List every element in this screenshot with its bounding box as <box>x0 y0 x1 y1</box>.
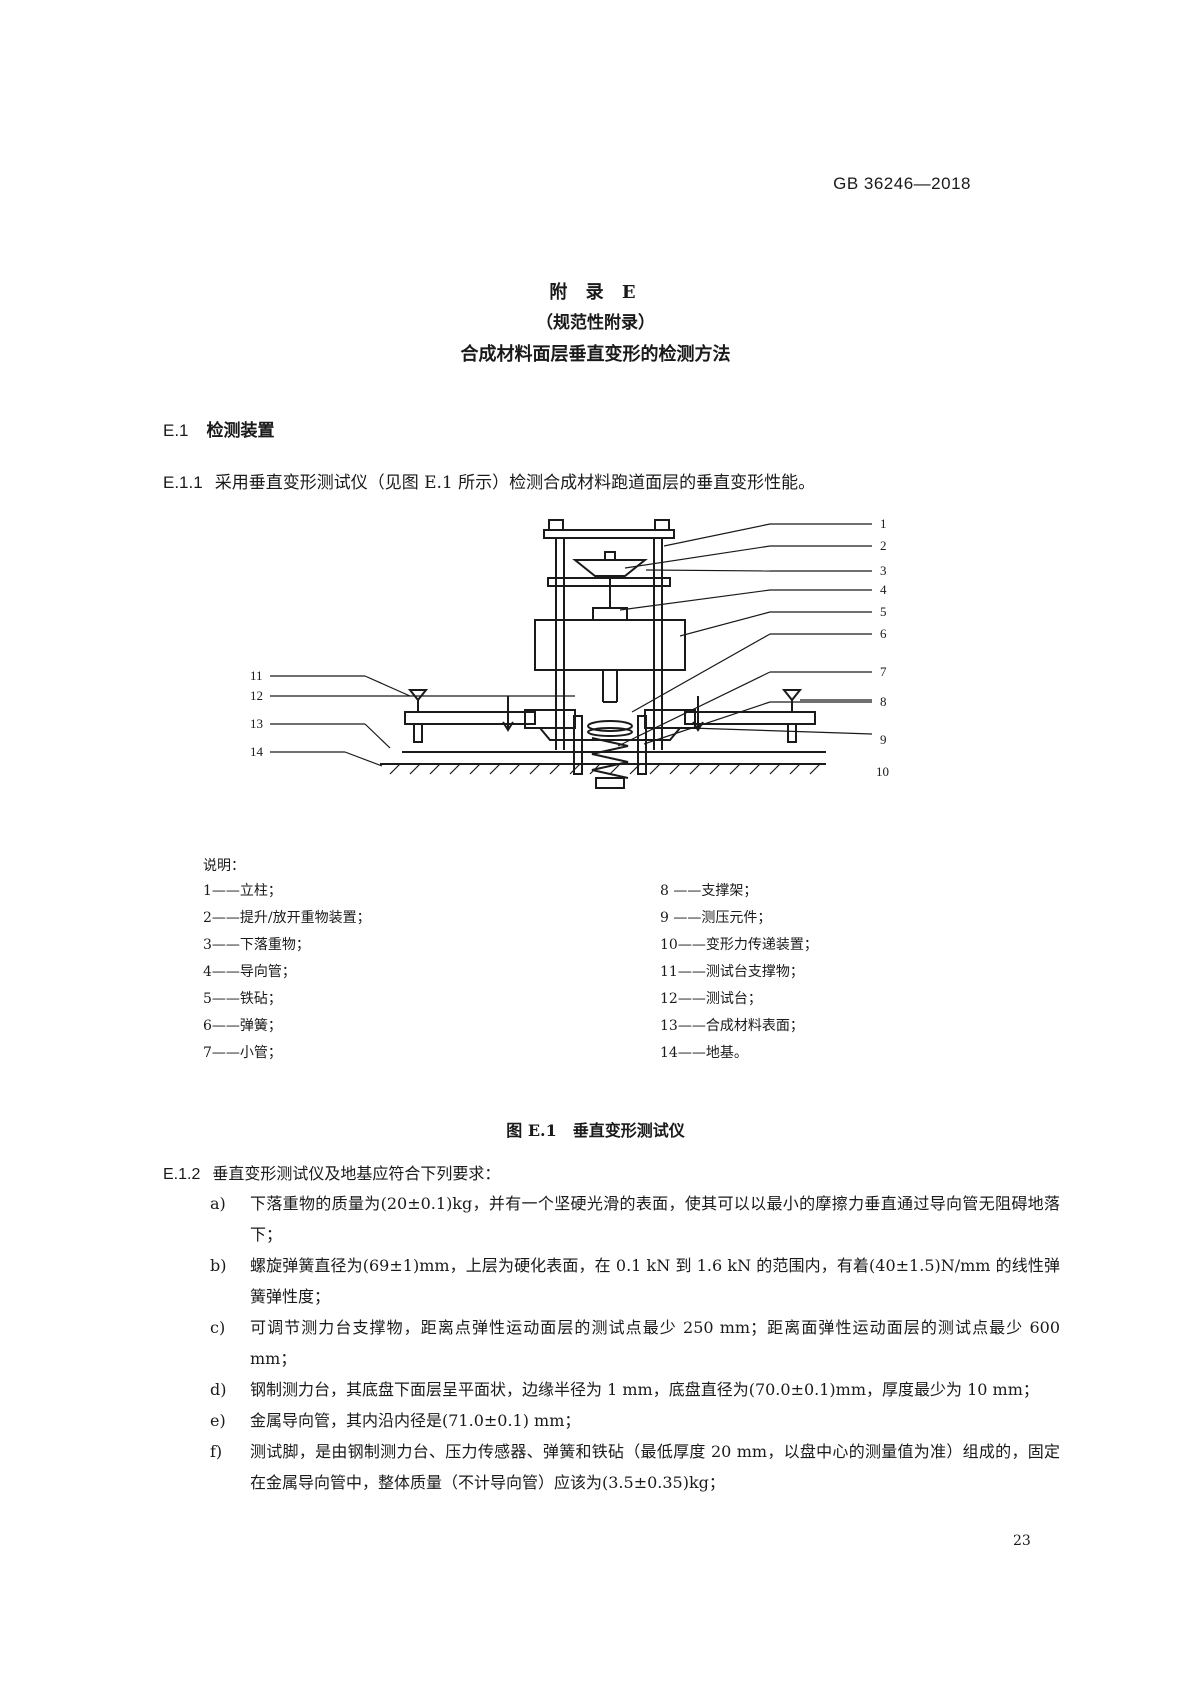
list-text: 下落重物的质量为(20±0.1)kg，并有一个坚硬光滑的表面，使其可以以最小的摩… <box>250 1194 1060 1244</box>
paragraph-number: E.1.2 <box>163 1166 201 1183</box>
paragraph-number: E.1.1 <box>163 473 203 492</box>
list-marker: c) <box>210 1318 226 1337</box>
test-platform-right-block <box>644 709 696 729</box>
legend-item: 14——地基。 <box>660 1045 748 1061</box>
list-text: 测试脚，是由钢制测力台、压力传感器、弹簧和铁砧（最低厚度 20 mm，以盘中心的… <box>250 1442 1060 1492</box>
callout-9: 9 <box>880 732 887 747</box>
page-number: 23 <box>1013 1533 1031 1549</box>
legend-item: 5——铁砧； <box>203 991 282 1007</box>
section-heading: E.1 检测装置 <box>163 416 275 441</box>
support-frame-right <box>637 715 647 775</box>
appendix-type: （规范性附录） <box>536 313 655 333</box>
legend-heading: 说明： <box>203 858 245 874</box>
list-text: 可调节测力台支撑物，距离点弹性运动面层的测试点最少 250 mm；距离面弹性运动… <box>250 1318 1060 1368</box>
legend-item: 6——弹簧； <box>203 1018 282 1034</box>
list-text: 螺旋弹簧直径为(69±1)mm，上层为硬化表面，在 0.1 kN 到 1.6 k… <box>250 1256 1060 1306</box>
callout-7: 7 <box>880 664 887 679</box>
list-item: f) 测试脚，是由钢制测力台、压力传感器、弹簧和铁砧（最低厚度 20 mm，以盘中… <box>210 1436 1060 1498</box>
paragraph-text: 采用垂直变形测试仪（见图 E.1 所示）检测合成材料跑道面层的垂直变形性能。 <box>214 473 816 493</box>
callout-4: 4 <box>880 582 887 597</box>
anvil <box>587 720 633 732</box>
paragraph-text: 垂直变形测试仪及地基应符合下列要求： <box>212 1164 501 1183</box>
section-number: E.1 <box>163 421 189 440</box>
paragraph-e12: E.1.2 垂直变形测试仪及地基应符合下列要求： <box>163 1160 500 1184</box>
force-plate <box>595 777 625 789</box>
callout-6: 6 <box>880 626 887 641</box>
legend-item: 12——测试台； <box>660 991 762 1007</box>
legend-left: 1——立柱； 2——提升/放开重物装置； 3——下落重物； 4——导向管； 5—… <box>203 878 371 1067</box>
drop-weight <box>534 619 686 671</box>
callout-2: 2 <box>880 538 887 553</box>
legend-item: 9 ——测压元件； <box>660 910 772 926</box>
callout-12: 12 <box>250 688 263 703</box>
legend-item: 3——下落重物； <box>203 937 310 953</box>
callout-5: 5 <box>880 604 887 619</box>
list-marker: a) <box>210 1194 226 1213</box>
list-item: d) 钢制测力台，其底盘下面层呈平面状，边缘半径为 1 mm，底盘直径为(70.0… <box>210 1374 1060 1405</box>
appendix-title: 附 录 E <box>549 282 642 303</box>
vertical-deformation-tester-figure: 1 2 3 4 5 6 7 8 9 10 11 12 13 14 <box>250 516 889 789</box>
legend-item: 11——测试台支撑物； <box>660 964 804 980</box>
callout-8: 8 <box>880 694 887 709</box>
legend-item: 2——提升/放开重物装置； <box>203 910 371 926</box>
list-item: b) 螺旋弹簧直径为(69±1)mm，上层为硬化表面，在 0.1 kN 到 1.6… <box>210 1250 1060 1312</box>
test-platform-arm-right <box>684 711 816 725</box>
platform-support-left <box>407 689 429 702</box>
list-marker: d) <box>210 1380 227 1399</box>
standard-number: GB 36246—2018 <box>833 174 971 193</box>
legend-item: 7——小管； <box>203 1045 282 1061</box>
legend-item: 10——变形力传递装置； <box>660 937 818 953</box>
release-device <box>572 559 648 577</box>
list-marker: f) <box>210 1442 223 1461</box>
list-text: 钢制测力台，其底盘下面层呈平面状，边缘半径为 1 mm，底盘直径为(70.0±0… <box>250 1380 1039 1399</box>
list-marker: e) <box>210 1411 226 1430</box>
section-title: 检测装置 <box>206 421 275 441</box>
list-item: c) 可调节测力台支撑物，距离点弹性运动面层的测试点最少 250 mm；距离面弹性… <box>210 1312 1060 1374</box>
requirements-list: a) 下落重物的质量为(20±0.1)kg，并有一个坚硬光滑的表面，使其可以以最小… <box>210 1188 1060 1498</box>
force-transfer-device <box>539 727 681 741</box>
list-item: a) 下落重物的质量为(20±0.1)kg，并有一个坚硬光滑的表面，使其可以以最小… <box>210 1188 1060 1250</box>
legend-item: 13——合成材料表面； <box>660 1018 804 1034</box>
callout-10: 10 <box>876 764 889 779</box>
list-item: e) 金属导向管，其内沿内径是(71.0±0.1) mm； <box>210 1405 1060 1436</box>
legend-right: 8 ——支撑架； 9 ——测压元件； 10——变形力传递装置； 11——测试台支… <box>660 878 818 1067</box>
legend-item: 4——导向管； <box>203 964 296 980</box>
list-marker: b) <box>210 1256 227 1275</box>
support-frame-left <box>573 715 583 775</box>
callout-11: 11 <box>250 668 263 683</box>
callout-1: 1 <box>880 516 887 531</box>
top-bolt-right <box>654 519 670 531</box>
callout-13: 13 <box>250 716 263 731</box>
figure-caption: 图 E.1 垂直变形测试仪 <box>506 1121 685 1140</box>
test-platform-left-block <box>524 709 576 729</box>
appendix-name: 合成材料面层垂直变形的检测方法 <box>460 344 731 365</box>
platform-support-right <box>781 689 803 702</box>
callout-14: 14 <box>250 744 264 759</box>
legend-item: 8 ——支撑架； <box>660 883 758 899</box>
paragraph-e11: E.1.1 采用垂直变形测试仪（见图 E.1 所示）检测合成材料跑道面层的垂直变形… <box>163 468 815 493</box>
callout-3: 3 <box>880 563 887 578</box>
top-bolt-left <box>548 519 564 531</box>
test-platform-arm-left <box>404 711 536 725</box>
list-text: 金属导向管，其内沿内径是(71.0±0.1) mm； <box>250 1411 581 1430</box>
top-plate <box>543 529 675 539</box>
legend-item: 1——立柱； <box>203 883 282 899</box>
